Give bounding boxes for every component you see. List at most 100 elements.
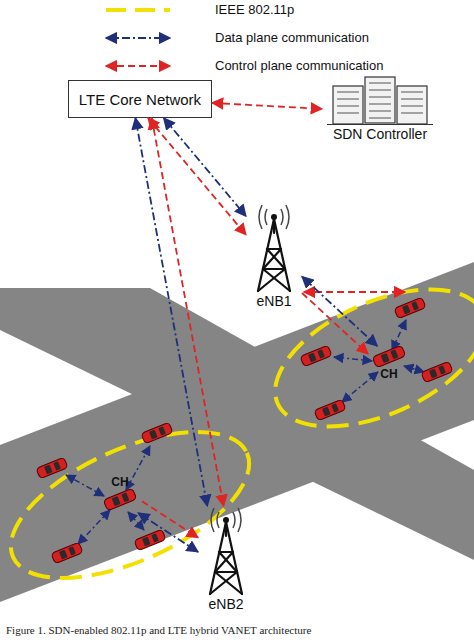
- antenna-tower: [201, 506, 251, 596]
- control-plane-link: [152, 118, 224, 506]
- server-slot: [337, 113, 359, 114]
- data-plane-link: [138, 513, 198, 552]
- vehicle: [141, 422, 173, 443]
- tower-mast: [273, 219, 275, 233]
- tower-brace: [267, 249, 285, 269]
- control-plane-link: [142, 501, 198, 537]
- tower-brace: [258, 269, 285, 291]
- control-link: [304, 291, 405, 293]
- antenna-head: [271, 214, 277, 220]
- tower-brace: [215, 571, 237, 573]
- v2v-link: [342, 372, 378, 402]
- server-slot: [337, 99, 359, 100]
- legend-line: [106, 65, 170, 67]
- vehicle: [300, 345, 332, 366]
- vehicle: [394, 297, 426, 318]
- tower-structure: [258, 219, 290, 291]
- legend-entry: Control plane communication: [100, 57, 470, 77]
- v2v-link: [126, 446, 150, 490]
- radio-waves: [211, 508, 241, 532]
- caption: Figure 1. SDN-enabled 802.11p and LTE hy…: [6, 624, 311, 636]
- server-slot: [401, 106, 423, 107]
- legend-text: IEEE 802.11p: [215, 2, 294, 17]
- server-case: [365, 77, 395, 123]
- radio-wave: [259, 205, 262, 229]
- server-slot: [369, 118, 391, 119]
- cluster-head: CH: [368, 346, 410, 384]
- control-plane-link: [212, 103, 322, 109]
- data-plane-link: [302, 277, 377, 346]
- node-label: eNB1: [256, 293, 291, 309]
- tower-brace: [215, 552, 233, 572]
- radio-wave: [286, 205, 289, 229]
- antenna-tower: [249, 203, 299, 293]
- server-slot: [369, 90, 391, 91]
- control-plane-link: [302, 293, 368, 354]
- legend-sample: [100, 1, 178, 19]
- server-case: [333, 86, 363, 124]
- controller-node: SDN Controller: [322, 74, 438, 150]
- node-label: SDN Controller: [333, 126, 427, 142]
- vehicle: [51, 542, 83, 563]
- vehicle: [36, 457, 68, 478]
- radio-wave: [233, 512, 235, 528]
- server-slot: [369, 83, 391, 84]
- v2v-links: [66, 320, 424, 544]
- radio-waves: [259, 205, 289, 229]
- tower-brace: [210, 572, 237, 594]
- base-station: eNB2: [198, 506, 254, 620]
- legend-sample: [100, 29, 178, 47]
- vehicle-icon: [370, 346, 408, 367]
- tower-structure: [210, 522, 242, 594]
- server-slot: [401, 99, 423, 100]
- legend-line: [106, 8, 170, 12]
- server-slot: [401, 92, 423, 93]
- v2v-link: [128, 512, 144, 530]
- legend-sample: [100, 57, 178, 75]
- cluster-boundary: [255, 261, 474, 454]
- server-slot: [369, 111, 391, 112]
- server-unit: [397, 86, 427, 124]
- legend-line: [106, 37, 170, 39]
- legend-entry: Data plane communication: [100, 29, 470, 49]
- v2v-link: [334, 357, 372, 361]
- radio-wave: [265, 209, 267, 225]
- process-box: LTE Core Network: [68, 80, 212, 118]
- legend: IEEE 802.11pData plane communicationCont…: [100, 0, 474, 80]
- server-unit: [333, 86, 363, 124]
- data-plane-link: [135, 118, 207, 506]
- tower-brace: [219, 552, 237, 572]
- tower-brace: [215, 572, 242, 594]
- radio-wave: [211, 508, 214, 532]
- server-case: [397, 86, 427, 124]
- road: [0, 262, 474, 602]
- tower-brace: [263, 249, 281, 269]
- node-label: eNB2: [208, 596, 243, 612]
- vehicles: [36, 297, 453, 563]
- server-unit: [365, 77, 395, 123]
- server-base: [327, 124, 433, 125]
- tower-brace: [263, 268, 285, 270]
- vehicle: [314, 399, 346, 420]
- data-plane-link: [164, 118, 246, 216]
- radio-wave: [238, 508, 241, 532]
- cluster-boundary: [0, 402, 270, 608]
- server-icon: [325, 74, 435, 126]
- node-label: CH: [111, 475, 128, 489]
- server-slot: [369, 97, 391, 98]
- vehicle: [421, 361, 453, 382]
- control-plane-link: [148, 118, 246, 235]
- vehicle: [372, 346, 406, 367]
- radio-wave: [281, 209, 283, 225]
- v2v-link: [66, 475, 104, 496]
- cluster-head: CH: [98, 475, 142, 513]
- legend-text: Control plane communication: [215, 58, 383, 73]
- server-slot: [337, 92, 359, 93]
- vehicle-icon: [101, 489, 139, 510]
- base-station: eNB1: [246, 203, 302, 315]
- antenna-head: [223, 517, 229, 523]
- server-slot: [369, 104, 391, 105]
- node-label: LTE Core Network: [79, 91, 201, 108]
